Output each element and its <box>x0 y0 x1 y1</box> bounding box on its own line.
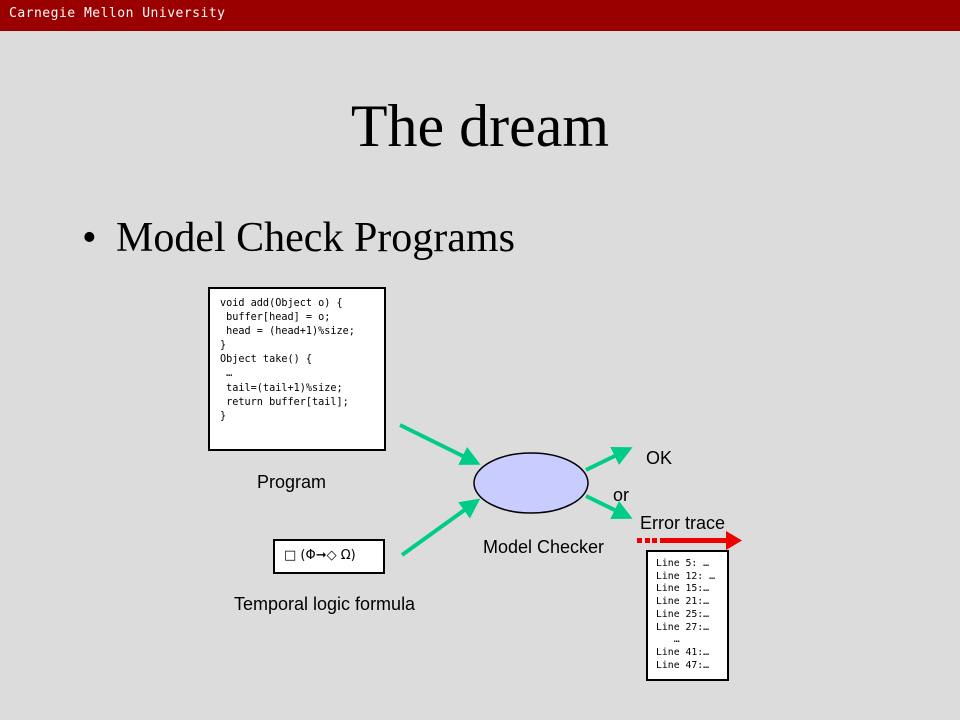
error-trace-box: Line 5: … Line 12: … Line 15:… Line 21:…… <box>646 550 729 681</box>
program-arrow <box>399 423 481 465</box>
formula-arrow <box>400 498 481 557</box>
program-label: Program <box>257 472 327 492</box>
formula-label: Temporal logic formula <box>234 594 416 614</box>
model-checker-label: Model Checker <box>483 537 605 557</box>
error-arrow <box>585 494 633 519</box>
bullet-text: Model Check Programs <box>116 215 515 261</box>
model-checker-node <box>473 452 589 514</box>
error-trace-arrow <box>637 531 742 550</box>
bullet-icon: • <box>82 215 97 261</box>
formula-box: □ (Φ➞◇ Ω) <box>273 539 385 574</box>
program-code: void add(Object o) { buffer[head] = o; h… <box>220 298 355 422</box>
bullet-item: • Model Check Programs <box>82 214 515 262</box>
error-trace-lines: Line 5: … Line 12: … Line 15:… Line 21:…… <box>656 558 715 671</box>
institution-name: Carnegie Mellon University <box>9 6 226 21</box>
ok-arrow <box>585 447 633 472</box>
program-code-box: void add(Object o) { buffer[head] = o; h… <box>208 287 386 451</box>
slide-title: The dream <box>350 93 610 159</box>
error-trace-label: Error trace <box>640 513 726 533</box>
header-bar: Carnegie Mellon University <box>0 0 960 31</box>
or-label: or <box>613 485 630 505</box>
ok-label: OK <box>646 448 673 468</box>
formula-text: □ (Φ➞◇ Ω) <box>284 548 356 563</box>
